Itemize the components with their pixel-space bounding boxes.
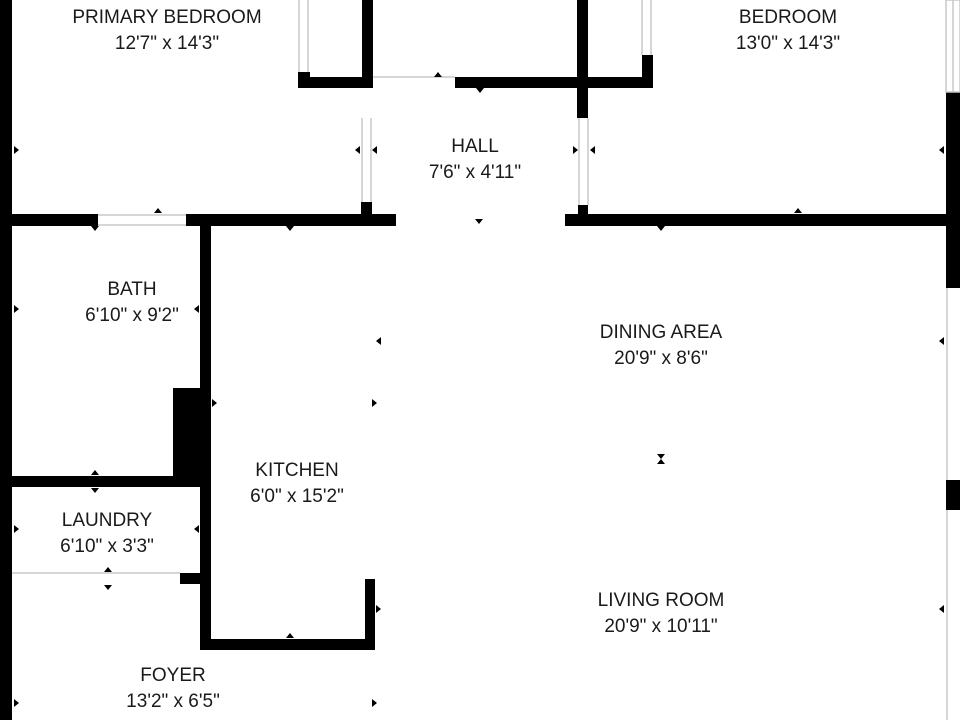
wall-closet-left [362,0,373,88]
room-dimensions: 13'2" x 6'5" [126,691,220,712]
room-label-closet: 7'6" x 3'4" [433,0,516,8]
marker [657,459,665,464]
wall-primary-bedroom-bottom [0,214,98,226]
room-name: BATH [107,279,157,300]
openings [12,0,960,720]
room-dimensions: 12'7" x 14'3" [114,33,220,54]
wall-right-exterior-1 [946,92,960,288]
marker [372,399,377,407]
marker [286,633,294,638]
wall-kitchen-bottom [200,639,375,650]
wall-bath-cabinet [173,388,203,484]
wall-closet-bottom-right [455,77,653,88]
wall-closet-right-stub [642,55,653,88]
marker [376,337,381,345]
marker [476,88,484,93]
room-name: DINING AREA [599,322,723,343]
marker [91,488,99,493]
marker [104,567,112,572]
marker [14,699,19,707]
room-label-laundry: LAUNDRY 6'10" x 3'3" [60,508,154,560]
room-name: HALL [451,136,499,157]
wall-closet-right [577,0,588,118]
marker [939,605,944,613]
wall-hall-left-stub [361,202,372,226]
room-dimensions: 20'9" x 10'11" [604,616,718,637]
marker [657,454,665,459]
room-label-hall: HALL 7'6" x 4'11" [429,134,521,186]
marker [91,470,99,475]
marker [372,146,377,154]
marker [194,305,199,313]
marker [475,219,483,224]
wall-closet-bottom-left [298,77,373,88]
room-name: LIVING ROOM [597,590,725,611]
marker [794,208,802,213]
wall-left-exterior [0,0,12,720]
room-dimensions: 7'6" x 4'11" [428,162,522,183]
marker [212,399,217,407]
room-label-bath: BATH 6'10" x 9'2" [85,277,179,329]
room-name: FOYER [140,665,206,686]
wall-primary-bedroom-bottom-right [186,214,396,226]
marker [104,585,112,590]
marker [657,226,665,231]
wall-right-exterior-2 [946,480,960,510]
room-name: LAUNDRY [61,510,153,531]
room-label-kitchen: KITCHEN 6'0" x 15'2" [250,458,344,510]
room-dimensions: 13'0" x 14'3" [735,33,841,54]
marker [434,72,442,77]
marker [14,305,19,313]
marker [91,226,99,231]
room-name: BEDROOM [738,7,838,28]
room-dimensions: 6'0" x 15'2" [250,486,344,507]
marker [286,226,294,231]
room-dimensions: 6'10" x 9'2" [85,305,179,326]
marker [939,146,944,154]
marker [14,525,19,533]
marker [355,146,360,154]
room-label-primary-bedroom: PRIMARY BEDROOM 12'7" x 14'3" [72,5,261,57]
marker [14,146,19,154]
marker [573,146,578,154]
room-dimensions: 6'10" x 3'3" [60,536,154,557]
marker [194,525,199,533]
room-label-living-room: LIVING ROOM 20'9" x 10'11" [598,588,725,640]
room-dimensions: 7'6" x 3'4" [433,0,516,8]
marker [154,208,162,213]
wall-bath-bottom [0,476,210,487]
wall-bedroom-bottom [565,214,960,226]
room-name: KITCHEN [255,460,339,481]
marker [376,605,381,613]
wall-kitchen-left [200,224,211,650]
dimension-markers [14,72,944,707]
room-label-foyer: FOYER 13'2" x 6'5" [126,663,220,715]
room-name: PRIMARY BEDROOM [72,7,262,28]
marker [939,337,944,345]
wall-laundry-bottom-right [180,573,210,584]
room-dimensions: 20'9" x 8'6" [614,348,708,369]
room-label-dining-area: DINING AREA 20'9" x 8'6" [600,320,722,372]
marker [590,146,595,154]
wall-kitchen-peninsula [365,579,375,650]
room-label-bedroom: BEDROOM 13'0" x 14'3" [736,5,840,57]
marker [372,699,377,707]
